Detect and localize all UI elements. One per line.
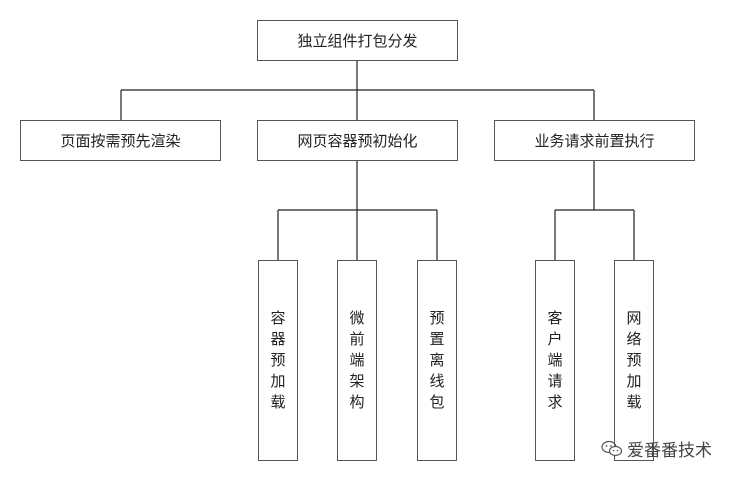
branch-node-label: 业务请求前置执行 (534, 132, 655, 150)
branch-node-1: 页面按需预先渲染 (20, 120, 221, 161)
leaf-char: 户 (547, 330, 563, 348)
leaf-char: 端 (547, 351, 563, 369)
leaf-char: 预 (270, 351, 286, 369)
watermark: 爱番番技术 (601, 436, 712, 461)
leaf-char: 求 (547, 393, 563, 411)
leaf-char: 线 (429, 372, 445, 390)
branch-node-3: 业务请求前置执行 (494, 120, 695, 161)
leaf-char: 置 (429, 330, 445, 348)
leaf-char: 客 (547, 309, 563, 327)
root-node-label: 独立组件打包分发 (297, 32, 418, 50)
leaf-char: 架 (349, 372, 365, 390)
leaf-char: 网 (626, 309, 642, 327)
leaf-char: 加 (270, 372, 286, 390)
leaf-node: 预置离线包 (417, 260, 457, 461)
leaf-char: 加 (626, 372, 642, 390)
branch-node-label: 页面按需预先渲染 (60, 132, 181, 150)
leaf-char: 离 (429, 351, 445, 369)
leaf-node: 微前端架构 (337, 260, 377, 461)
leaf-char: 预 (429, 309, 445, 327)
leaf-char: 构 (349, 393, 365, 411)
leaf-node: 网络预加载 (614, 260, 654, 461)
leaf-char: 预 (626, 351, 642, 369)
root-node: 独立组件打包分发 (257, 20, 458, 61)
leaf-node: 客户端请求 (535, 260, 575, 461)
leaf-char: 载 (626, 393, 642, 411)
branch-node-2: 网页容器预初始化 (257, 120, 458, 161)
leaf-char: 前 (349, 330, 365, 348)
branch-node-label: 网页容器预初始化 (297, 132, 418, 150)
leaf-char: 容 (270, 309, 286, 327)
wechat-icon (601, 440, 623, 458)
leaf-node: 容器预加载 (258, 260, 298, 461)
leaf-char: 器 (270, 330, 286, 348)
leaf-char: 包 (429, 393, 445, 411)
leaf-char: 请 (547, 372, 563, 390)
leaf-char: 络 (626, 330, 642, 348)
leaf-char: 端 (349, 351, 365, 369)
leaf-char: 微 (349, 309, 365, 327)
leaf-char: 载 (270, 393, 286, 411)
watermark-text: 爱番番技术 (627, 441, 712, 461)
